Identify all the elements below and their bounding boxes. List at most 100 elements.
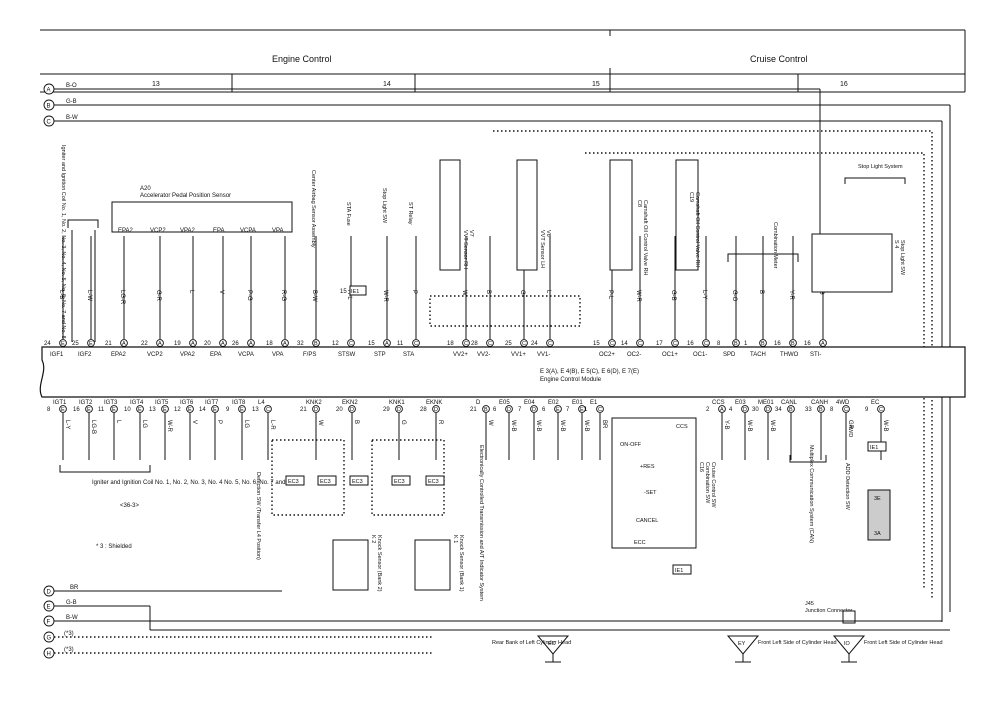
pin-name: E05 [499, 400, 510, 406]
wire-color: G-R [155, 290, 161, 302]
wire-color: W [461, 290, 467, 296]
pin-number: 6 [493, 407, 497, 413]
pin-name: STP [374, 352, 386, 358]
pin-number: 10 [124, 407, 131, 413]
st-relay-label: ST Relay [407, 202, 413, 225]
wire-color: P [411, 290, 417, 294]
ground-ec-label: Rear Bank of Left Cylinder Head [492, 640, 571, 646]
pin-number: 6 [542, 407, 546, 413]
pin-connector: B [789, 407, 793, 413]
pin-number: 7 [518, 407, 522, 413]
wire-color: B [353, 420, 359, 424]
ectat-label: Electronically Controlled Transmission a… [478, 445, 484, 601]
pin-number: 1 [584, 407, 588, 413]
pin-connector: D [397, 407, 401, 413]
c16-cancel: CANCEL [636, 518, 658, 524]
ground-ec: EC [548, 641, 556, 647]
grounds: EC Rear Bank of Left Cylinder Head EY Fr… [492, 635, 943, 663]
bus-b-id: B [47, 104, 51, 110]
pin-name: VV1- [537, 352, 550, 358]
wire-color: L-R [269, 420, 275, 430]
wire-color: R [437, 420, 443, 425]
cruise-control-title: Cruise Control [750, 54, 808, 64]
c19-name: Camshaft Oil Control Valve RH [694, 192, 700, 267]
pin-number: 20 [336, 407, 343, 413]
pin-name: VCPA [238, 352, 254, 358]
pin-connector: C [488, 341, 492, 347]
pin-name: E1 [590, 400, 598, 406]
pin-number: 11 [397, 341, 404, 347]
pin-name: L4 [258, 400, 265, 406]
pin-number: 16 [73, 407, 80, 413]
column-14-components: Center Airbag Sensor Assembly STA Fuse I… [310, 170, 413, 296]
pin-number: 15 [368, 341, 375, 347]
adc-label: ADD Detection SW [844, 463, 850, 511]
pin-number: 24 [44, 341, 51, 347]
pin-name: IGF2 [78, 352, 92, 358]
ground-io: IO [844, 641, 851, 647]
pin-number: 28 [471, 341, 478, 347]
pin-number: 13 [252, 407, 259, 413]
pin-name: VV2- [477, 352, 490, 358]
a20-pin-vcpa: VCPA [240, 228, 256, 234]
ec3-3: EC3 [352, 479, 363, 485]
wire-color: L [188, 290, 194, 294]
pin-name: KNK1 [389, 400, 405, 406]
pin-number: 16 [804, 341, 811, 347]
wire-color: LG-R [119, 290, 125, 305]
pin-connector: E [556, 407, 560, 413]
pin-number: 25 [505, 341, 512, 347]
pin-name: OC1+ [662, 352, 678, 358]
pin-number: 16 [774, 341, 781, 347]
ie1-right: IE1 [870, 445, 878, 451]
wire-color: G-O [731, 290, 737, 302]
pin-name: IGT7 [205, 400, 219, 406]
pin-connector: A [122, 341, 126, 347]
pin-number: 33 [805, 407, 812, 413]
pin-name: E04 [524, 400, 535, 406]
pin-connector: E [61, 407, 65, 413]
pin-connector: D [507, 407, 511, 413]
wire-color: R-L [346, 290, 352, 300]
pin-name: STA [403, 352, 414, 358]
wire-color: GR [847, 420, 853, 430]
pin-number: 1 [744, 341, 748, 347]
pin-number: 14 [199, 407, 206, 413]
pin-connector: E [213, 407, 217, 413]
c16-ccs: CCS [676, 424, 688, 430]
pin-connector: A [283, 341, 287, 347]
bus-e-color: G-B [66, 600, 77, 606]
pin-number: 9 [226, 407, 230, 413]
pin-connector: C [704, 341, 708, 347]
ground-ey-label: Front Left Side of Cylinder Head [758, 640, 837, 646]
bus-c-id: C [47, 120, 52, 126]
bus-a-id: A [47, 88, 51, 94]
pin-name: CANL [781, 400, 798, 406]
header-frame: Engine Control Cruise Control 13 14 15 1… [40, 29, 966, 93]
pin-connector: D [350, 407, 354, 413]
wire-color: B [758, 290, 764, 294]
stop-light-system: Stop Light System [858, 164, 903, 170]
pin-connector: B [314, 341, 318, 347]
wire-color: W-B [510, 420, 516, 432]
ground-io-label: Front Left Side of Cylinder Head [864, 640, 943, 646]
bus-e-id: E [47, 605, 51, 611]
bus-f-id: F [47, 620, 51, 626]
pin-number: 11 [98, 407, 105, 413]
wire-color: W-B [882, 420, 888, 432]
center-airbag-label: Center Airbag Sensor Assembly [310, 170, 316, 248]
vvt-sensors: V7 VVT Sensor RH V6 VVT Sensor LH [429, 159, 581, 327]
c16-name1: Combination SW [704, 462, 710, 504]
pin-name: ME01 [758, 400, 774, 406]
pin-connector: C [414, 341, 418, 347]
pin-number: 4 [729, 407, 733, 413]
